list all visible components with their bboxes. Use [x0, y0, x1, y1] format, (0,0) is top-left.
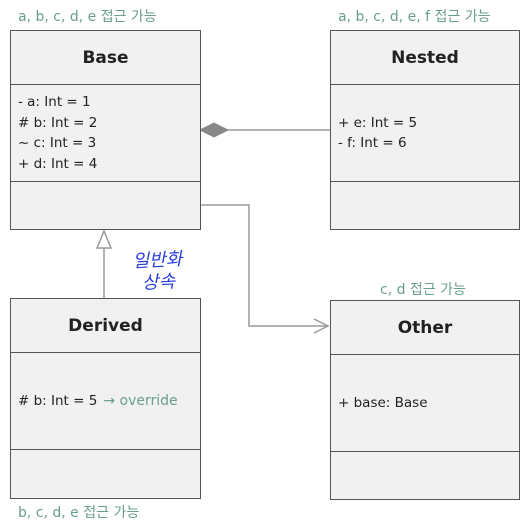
attribute-b-override: # b: Int = 5 → override: [18, 391, 200, 412]
class-nested: Nested + e: Int = 5 - f: Int = 6: [330, 30, 520, 230]
base-access-note: a, b, c, d, e 접근 가능: [18, 9, 157, 25]
attribute-b-override-text: # b: Int = 5: [18, 392, 98, 409]
attribute-b: # b: Int = 2: [18, 114, 98, 131]
override-note: → override: [103, 392, 178, 409]
class-derived-name: Derived: [68, 315, 143, 336]
class-derived-attributes: # b: Int = 5 → override: [11, 352, 200, 449]
other-access-note: c, d 접근 가능: [380, 282, 466, 298]
derived-access-note: b, c, d, e 접근 가능: [18, 505, 140, 521]
class-nested-name: Nested: [391, 47, 459, 68]
class-base-operations: [11, 181, 200, 228]
attribute-base: + base: Base: [338, 394, 428, 411]
class-other-name: Other: [397, 317, 453, 338]
attribute-d: + d: Int = 4: [18, 155, 98, 172]
attribute-a: - a: Int = 1: [18, 94, 91, 110]
attribute-f: - f: Int = 6: [338, 135, 407, 151]
association-arrowhead-icon: [313, 318, 330, 334]
class-other: Other + base: Base: [330, 300, 520, 500]
composition-diamond-icon: [198, 122, 230, 138]
class-base-attributes: - a: Int = 1 # b: Int = 2 ~ c: Int = 3 +…: [11, 84, 200, 181]
class-nested-operations: [331, 181, 519, 228]
class-derived: Derived # b: Int = 5 → override: [10, 298, 201, 499]
attribute-c: ~ c: Int = 3: [18, 135, 97, 151]
association-line: [201, 204, 328, 327]
class-base-name: Base: [82, 47, 129, 68]
class-derived-operations: [11, 449, 200, 497]
generalization-triangle-icon: [95, 229, 113, 249]
class-nested-attributes: + e: Int = 5 - f: Int = 6: [331, 84, 519, 181]
generalization-handwritten-label: 일반화 상속: [111, 248, 205, 297]
nested-access-note: a, b, c, d, e, f 접근 가능: [338, 9, 491, 25]
class-other-attributes: + base: Base: [331, 354, 519, 451]
class-base: Base - a: Int = 1 # b: Int = 2 ~ c: Int …: [10, 30, 201, 230]
class-other-operations: [331, 451, 519, 498]
attribute-e: + e: Int = 5: [338, 114, 418, 131]
